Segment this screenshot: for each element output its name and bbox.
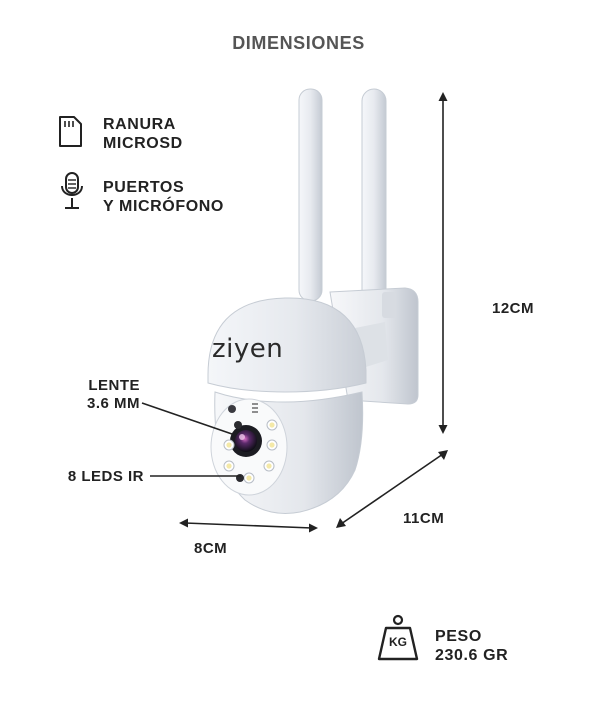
mic-line1: PUERTOS bbox=[103, 179, 185, 196]
product-brand: ziyen bbox=[212, 334, 284, 364]
depth-arrow bbox=[336, 450, 448, 528]
height-arrow bbox=[438, 92, 448, 434]
leds-text: 8 LEDS IR bbox=[67, 468, 144, 485]
microphone-icon bbox=[58, 171, 86, 213]
microsd-line1: RANURA bbox=[103, 116, 176, 133]
width-label: 8CM bbox=[194, 540, 228, 557]
depth-label: 11CM bbox=[403, 510, 445, 527]
weight-icon bbox=[376, 614, 420, 662]
height-label: 12CM bbox=[492, 300, 535, 317]
lens-line1: LENTE bbox=[88, 377, 140, 394]
ir-leds bbox=[223, 419, 278, 484]
camera-dome bbox=[207, 297, 367, 393]
width-arrow bbox=[179, 518, 318, 533]
antenna-right bbox=[361, 88, 387, 320]
sd-card-icon bbox=[57, 116, 83, 148]
weight-badge: KG bbox=[389, 635, 407, 649]
mic-line2: Y MICRÓFONO bbox=[103, 198, 224, 215]
lens-callout-line bbox=[141, 402, 233, 435]
weight-label: PESO 230.6 GR bbox=[435, 627, 508, 665]
weight-line2: 230.6 GR bbox=[435, 647, 509, 664]
lens-line2: 3.6 MM bbox=[86, 395, 140, 412]
antenna-left bbox=[298, 88, 323, 302]
microsd-line2: MICROSD bbox=[103, 135, 183, 152]
leds-callout-label: 8 LEDS IR bbox=[40, 468, 144, 486]
weight-line1: PESO bbox=[435, 628, 482, 645]
mic-feature-label: PUERTOS Y MICRÓFONO bbox=[103, 178, 224, 216]
microsd-feature-label: RANURA MICROSD bbox=[103, 115, 183, 153]
page-title: DIMENSIONES bbox=[232, 33, 365, 53]
lens-callout-label: LENTE 3.6 MM bbox=[62, 377, 140, 413]
